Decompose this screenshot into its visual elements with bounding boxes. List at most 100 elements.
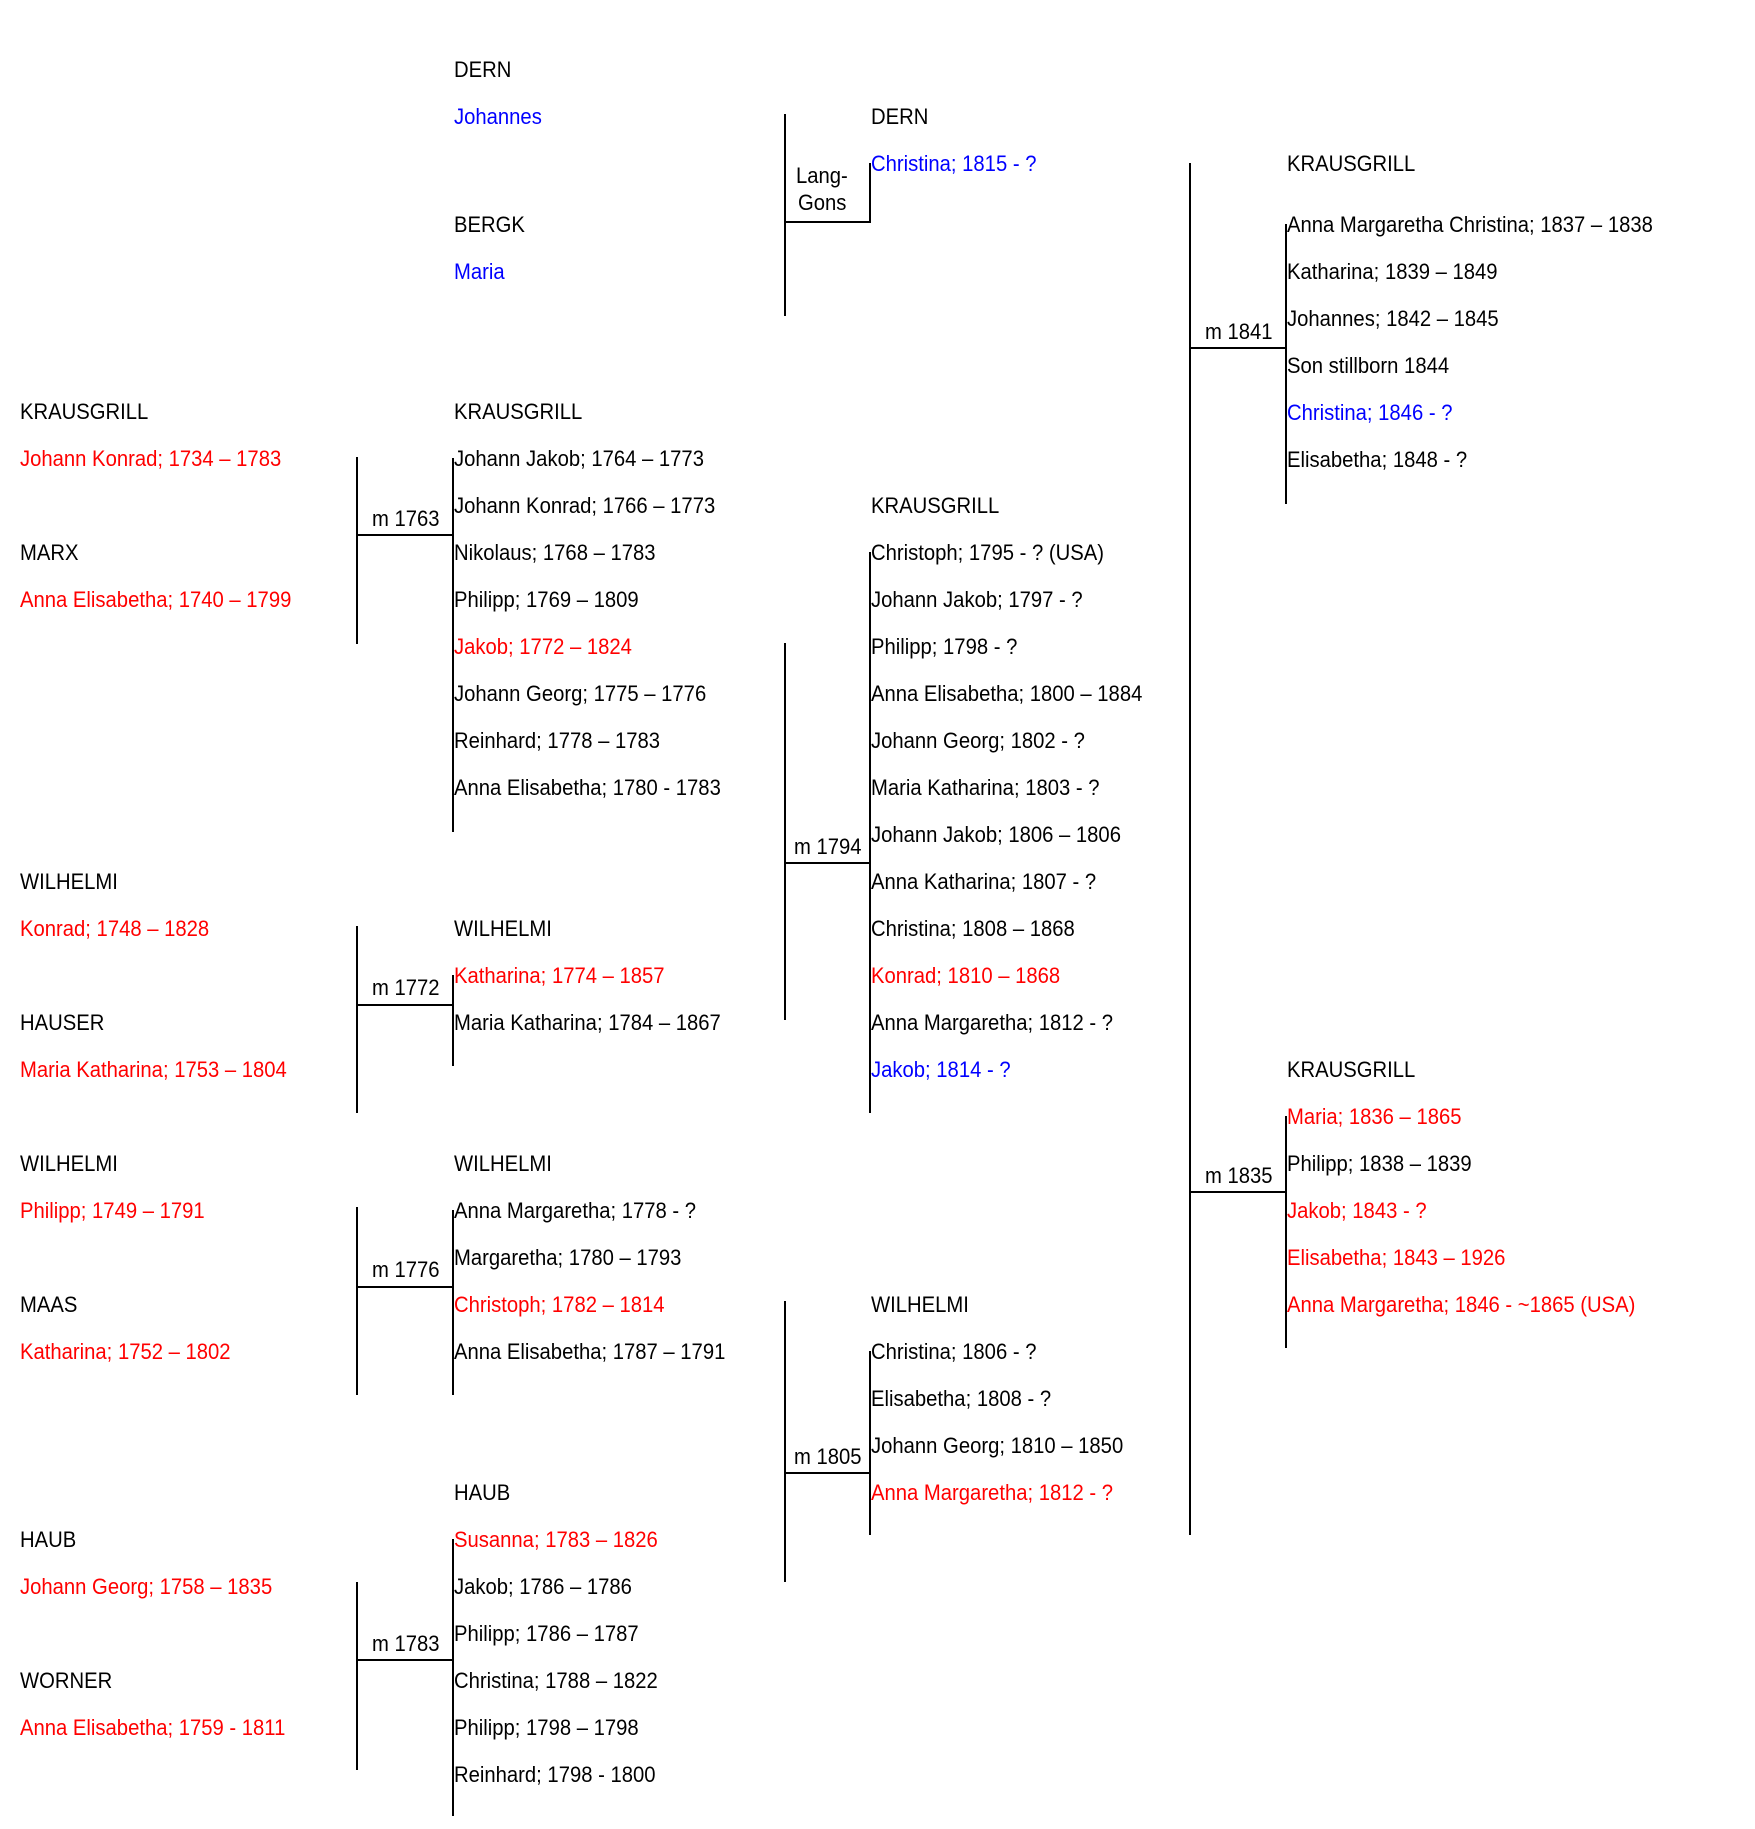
person-entry: Son stillborn 1844 — [1287, 353, 1450, 378]
surname-label: KRAUSGRILL — [871, 493, 1000, 518]
surname-label: KRAUSGRILL — [454, 399, 583, 424]
person-entry: Anna Elisabetha; 1759 - 1811 — [20, 1715, 286, 1740]
person-entry: Johann Jakob; 1797 - ? — [871, 587, 1083, 612]
person-entry: Philipp; 1769 – 1809 — [454, 587, 639, 612]
surname-label: BERGK — [454, 212, 525, 237]
person-entry: Katharina; 1839 – 1849 — [1287, 259, 1498, 284]
marriage-year-label: m 1776 — [372, 1257, 440, 1282]
union-connector-line — [1189, 1191, 1285, 1193]
surname-label: MARX — [20, 540, 79, 565]
person-entry: Philipp; 1786 – 1787 — [454, 1621, 639, 1646]
surname-label: HAUSER — [20, 1010, 105, 1035]
children-bracket-line — [869, 1351, 871, 1535]
person-entry: Elisabetha; 1808 - ? — [871, 1386, 1052, 1411]
person-entry: Johann Georg; 1775 – 1776 — [454, 681, 707, 706]
parents-bracket-line — [784, 114, 786, 316]
person-entry: Johann Konrad; 1734 – 1783 — [20, 446, 282, 471]
children-bracket-line — [452, 458, 454, 832]
person-entry: Philipp; 1749 – 1791 — [20, 1198, 205, 1223]
person-entry: Jakob; 1843 - ? — [1287, 1198, 1427, 1223]
union-connector-line — [1189, 347, 1285, 349]
marriage-year-label: m 1841 — [1205, 319, 1273, 344]
union-connector-line — [784, 1472, 869, 1474]
union-connector-line — [356, 1004, 452, 1006]
person-entry: Johann Konrad; 1766 – 1773 — [454, 493, 716, 518]
person-entry: Johann Jakob; 1806 – 1806 — [871, 822, 1121, 847]
person-entry: Anna Margaretha; 1812 - ? — [871, 1480, 1114, 1505]
parents-bracket-line — [1189, 1117, 1191, 1535]
person-entry: Konrad; 1748 – 1828 — [20, 916, 210, 941]
surname-label: DERN — [871, 104, 929, 129]
person-entry: Anna Elisabetha; 1787 – 1791 — [454, 1339, 726, 1364]
parents-bracket-line — [784, 1301, 786, 1582]
marriage-year-label: m 1772 — [372, 975, 440, 1000]
person-entry: Katharina; 1774 – 1857 — [454, 963, 665, 988]
surname-label: HAUB — [454, 1480, 511, 1505]
surname-label: WILHELMI — [454, 916, 552, 941]
marriage-year-label: m 1763 — [372, 506, 440, 531]
person-entry: Anna Margaretha Christina; 1837 – 1838 — [1287, 212, 1653, 237]
person-entry: Christina; 1846 - ? — [1287, 400, 1453, 425]
parents-bracket-line — [1189, 163, 1191, 1535]
surname-label: KRAUSGRILL — [1287, 151, 1416, 176]
union-connector-line — [356, 534, 452, 536]
union-connector-line — [356, 1659, 452, 1661]
children-bracket-line — [452, 1210, 454, 1395]
surname-label: DERN — [454, 57, 512, 82]
union-place-label: Lang- — [796, 163, 848, 188]
person-entry: Maria Katharina; 1803 - ? — [871, 775, 1100, 800]
marriage-year-label: m 1805 — [794, 1444, 862, 1469]
person-entry: Elisabetha; 1848 - ? — [1287, 447, 1468, 472]
person-entry: Anna Margaretha; 1778 - ? — [454, 1198, 697, 1223]
person-entry: Johann Georg; 1802 - ? — [871, 728, 1085, 753]
union-connector-line — [356, 1286, 452, 1288]
person-entry: Anna Margaretha; 1812 - ? — [871, 1010, 1114, 1035]
person-entry: Christoph; 1782 – 1814 — [454, 1292, 665, 1317]
person-entry: Anna Elisabetha; 1780 - 1783 — [454, 775, 721, 800]
person-entry: Philipp; 1838 – 1839 — [1287, 1151, 1472, 1176]
children-bracket-line — [452, 975, 454, 1066]
parents-bracket-line — [356, 457, 358, 644]
person-entry: Margaretha; 1780 – 1793 — [454, 1245, 682, 1270]
person-entry: Christoph; 1795 - ? (USA) — [871, 540, 1104, 565]
marriage-year-label: m 1783 — [372, 1631, 440, 1656]
person-entry: Christina; 1788 – 1822 — [454, 1668, 658, 1693]
union-place-label: Gons — [798, 190, 847, 215]
person-entry: Johann Georg; 1758 – 1835 — [20, 1574, 273, 1599]
children-bracket-line — [1285, 1116, 1287, 1348]
person-entry: Philipp; 1798 - ? — [871, 634, 1018, 659]
person-entry: Anna Elisabetha; 1800 – 1884 — [871, 681, 1143, 706]
person-entry: Anna Katharina; 1807 - ? — [871, 869, 1097, 894]
person-entry: Jakob; 1772 – 1824 — [454, 634, 632, 659]
parents-bracket-line — [784, 643, 786, 1020]
union-connector-line — [784, 221, 871, 223]
person-entry: Susanna; 1783 – 1826 — [454, 1527, 658, 1552]
surname-label: MAAS — [20, 1292, 78, 1317]
surname-label: WILHELMI — [871, 1292, 969, 1317]
parents-bracket-line — [356, 1207, 358, 1395]
marriage-year-label: m 1794 — [794, 834, 862, 859]
person-entry: Katharina; 1752 – 1802 — [20, 1339, 231, 1364]
person-entry: Maria; 1836 – 1865 — [1287, 1104, 1462, 1129]
person-entry: Reinhard; 1798 - 1800 — [454, 1762, 656, 1787]
person-entry: Philipp; 1798 – 1798 — [454, 1715, 639, 1740]
person-entry: Nikolaus; 1768 – 1783 — [454, 540, 656, 565]
person-entry: Johannes — [454, 104, 542, 129]
person-entry: Jakob; 1814 - ? — [871, 1057, 1011, 1082]
parents-bracket-line — [356, 926, 358, 1113]
surname-label: KRAUSGRILL — [20, 399, 149, 424]
marriage-year-label: m 1835 — [1205, 1163, 1273, 1188]
person-entry: Johann Jakob; 1764 – 1773 — [454, 446, 704, 471]
person-entry: Johannes; 1842 – 1845 — [1287, 306, 1499, 331]
children-bracket-line — [452, 1539, 454, 1816]
children-bracket-line — [869, 552, 871, 1113]
person-entry: Reinhard; 1778 – 1783 — [454, 728, 661, 753]
surname-label: WILHELMI — [20, 869, 118, 894]
person-entry: Konrad; 1810 – 1868 — [871, 963, 1061, 988]
person-entry: Johann Georg; 1810 – 1850 — [871, 1433, 1124, 1458]
person-entry: Anna Elisabetha; 1740 – 1799 — [20, 587, 292, 612]
children-bracket-line — [869, 163, 871, 223]
person-entry: Christina; 1815 - ? — [871, 151, 1037, 176]
surname-label: KRAUSGRILL — [1287, 1057, 1416, 1082]
